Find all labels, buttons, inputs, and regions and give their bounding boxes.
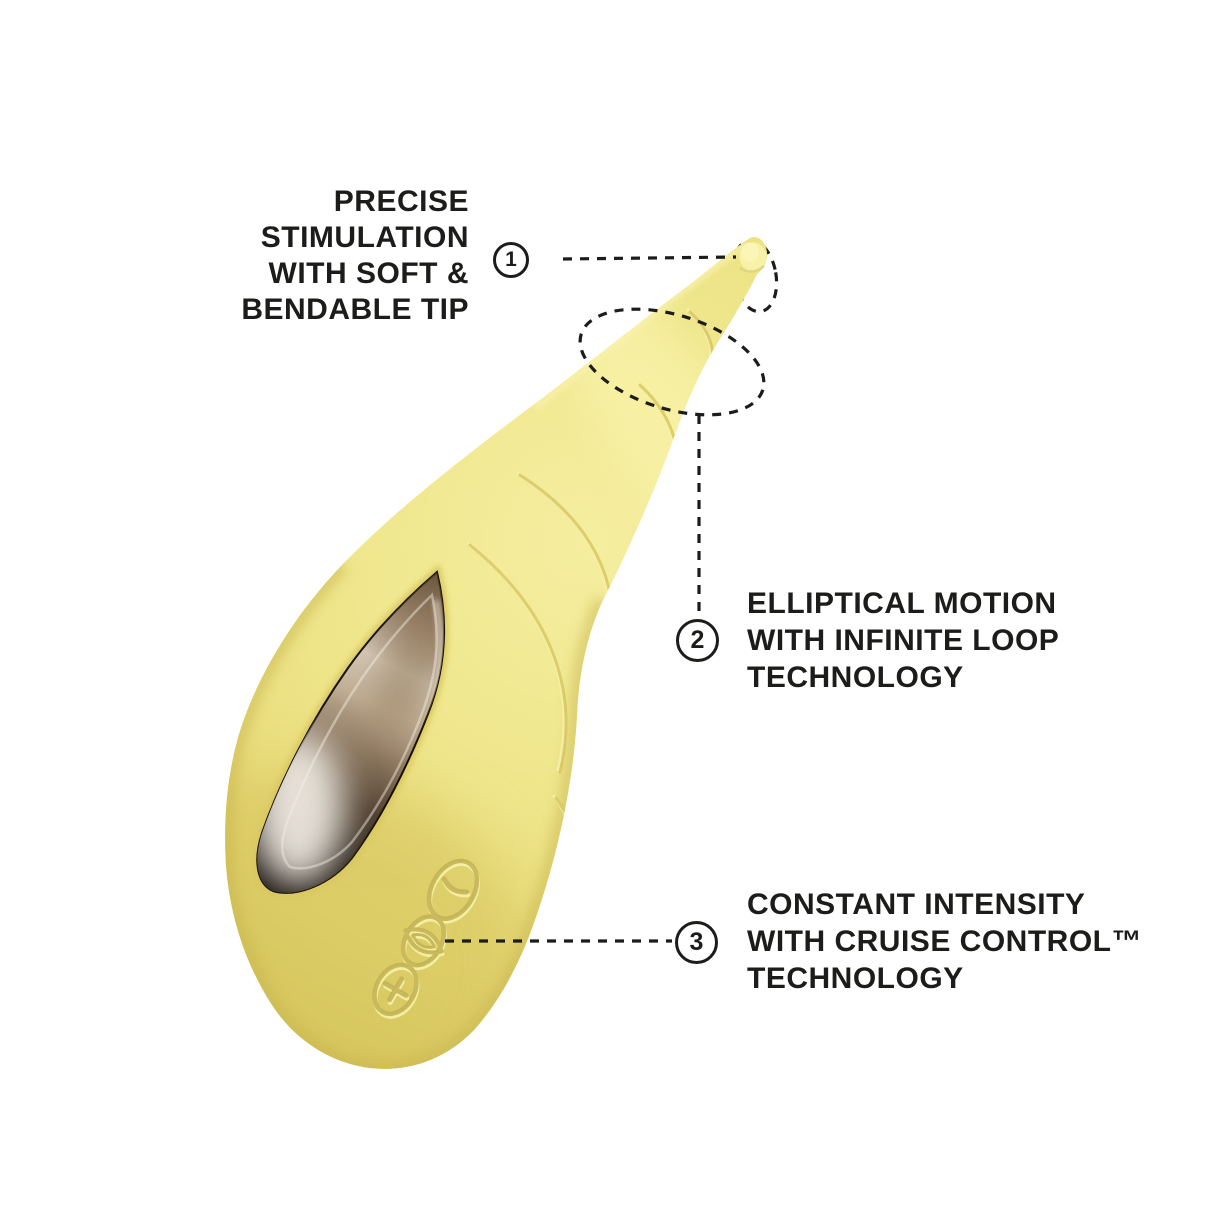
chrome-inner-bezel	[281, 592, 438, 870]
callout-3-line: CONSTANT INTENSITY	[747, 888, 1086, 921]
callout-1-number: 1	[505, 248, 517, 271]
button-minus-icon	[441, 876, 470, 895]
callout-1-line: STIMULATION	[260, 221, 469, 254]
callout-2-line: WITH INFINITE LOOP	[747, 624, 1060, 657]
body-rim-shadow	[225, 559, 611, 1069]
callout-2-number-badge: 2	[676, 619, 719, 662]
buttons-emboss-dark	[372, 858, 480, 1017]
callout-1-line: BENDABLE TIP	[241, 293, 469, 326]
motion-ellipse-lower	[578, 307, 766, 417]
button-center-icon	[403, 927, 444, 955]
body-rim-light	[532, 243, 747, 411]
callout-1-line: PRECISE	[333, 185, 469, 218]
callout-2-line: TECHNOLOGY	[747, 661, 964, 694]
button-plus-icon	[382, 976, 409, 1003]
callout-1-line: WITH SOFT &	[268, 257, 469, 290]
tip-neck-crease	[739, 265, 765, 273]
callout-3-text: CONSTANT INTENSITY WITH CRUISE CONTROL™ …	[747, 886, 1142, 997]
callout-2-text: ELLIPTICAL MOTION WITH INFINITE LOOP TEC…	[747, 585, 1059, 696]
callout-1-number-badge: 1	[493, 242, 529, 278]
callout-3-number: 3	[689, 928, 704, 956]
callout-3-number-badge: 3	[675, 921, 718, 964]
tip-ball-highlight	[741, 242, 759, 262]
callout-3-line: TECHNOLOGY	[747, 962, 964, 995]
device-body	[225, 237, 767, 1069]
callout-2-line: ELLIPTICAL MOTION	[747, 587, 1057, 620]
button-loop-plus	[372, 962, 419, 1017]
callout-2-number: 2	[690, 626, 705, 654]
callout-1-text: PRECISE STIMULATION WITH SOFT & BENDABLE…	[241, 184, 469, 328]
callout-line-1	[562, 255, 737, 261]
device-tip	[739, 242, 767, 273]
callout-3-line: WITH CRUISE CONTROL™	[747, 925, 1142, 958]
control-buttons	[372, 858, 480, 1019]
button-center-icon-inner	[411, 932, 436, 949]
